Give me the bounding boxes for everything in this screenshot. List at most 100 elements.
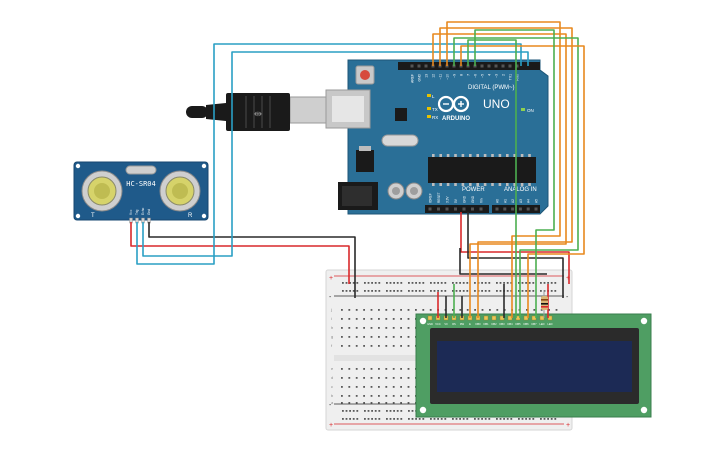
crystal-oscillator: [381, 134, 419, 147]
terminal-hole: [378, 345, 380, 347]
lcd-mount-hole-br: [640, 406, 648, 414]
rail-hole: [554, 282, 557, 284]
header-pin: [417, 64, 421, 68]
rail-hole: [386, 410, 388, 412]
rail-hole: [518, 282, 520, 284]
terminal-hole: [370, 395, 373, 397]
rail-hole: [499, 290, 502, 292]
rail-hole: [550, 418, 553, 420]
chip-leg: [483, 183, 487, 186]
terminal-hole: [466, 309, 469, 311]
lcd-screen: [437, 341, 632, 392]
terminal-hole: [407, 386, 410, 388]
rail-hole: [349, 410, 351, 412]
terminal-hole: [533, 309, 536, 311]
rail-hole: [518, 290, 520, 292]
rail-hole: [371, 418, 373, 420]
terminal-hole: [400, 386, 402, 388]
terminal-hole: [341, 327, 343, 329]
rail-plus-label: +: [329, 275, 333, 282]
chip-leg: [432, 183, 435, 186]
terminal-hole: [348, 402, 351, 404]
rail-hole: [506, 290, 509, 292]
rail-hole: [452, 418, 454, 420]
sensor-r-mark: R: [188, 213, 193, 219]
rail-hole: [437, 282, 439, 284]
rail-hole: [356, 282, 359, 284]
digital-pin-label: ~9: [453, 74, 457, 78]
rail-hole: [474, 290, 476, 292]
sensor-mount-hole: [75, 213, 81, 219]
reset-button-cap[interactable]: [360, 70, 370, 80]
rail-hole: [371, 282, 373, 284]
wire-sensor-trig: [136, 43, 522, 265]
rail-hole: [462, 282, 465, 284]
rail-hole: [408, 282, 410, 284]
arduino-brand-label: ARDUINO: [442, 116, 470, 122]
terminal-hole: [392, 402, 395, 404]
atmega-chip-legs: [432, 154, 531, 186]
terminal-hole: [355, 402, 358, 404]
rail-hole: [411, 282, 414, 284]
terminal-hole: [392, 386, 395, 388]
rail-hole: [521, 282, 524, 284]
chip-leg: [432, 154, 435, 157]
rail-hole: [364, 418, 366, 420]
rail-hole: [532, 282, 535, 284]
sensor-t-mark: T: [91, 213, 95, 219]
capacitor-2-top: [410, 187, 418, 195]
chip-leg: [491, 154, 494, 157]
rail-hole: [488, 418, 491, 420]
terminal-hole: [355, 345, 358, 347]
rail-hole: [510, 418, 513, 420]
row-letter: i: [331, 316, 332, 321]
terminal-hole: [392, 395, 395, 397]
terminal-hole: [370, 386, 373, 388]
row-letter: j: [330, 307, 332, 312]
digital-pin-label: RX0: [516, 74, 520, 81]
row-letter: h: [331, 325, 333, 330]
rail-hole: [415, 290, 417, 292]
wire-lcd-e: [439, 27, 573, 318]
row-letter: d: [331, 375, 333, 380]
terminal-hole: [341, 336, 343, 338]
rail-hole: [342, 290, 344, 292]
terminal-hole: [341, 345, 343, 347]
arduino-logo: [437, 95, 470, 113]
header-pin: [437, 207, 440, 211]
voltage-regulator: [356, 150, 374, 172]
rail-hole: [400, 282, 403, 284]
sensor-pin-label: Vcc: [129, 209, 133, 215]
sensor-pin-label: Trig: [135, 209, 139, 215]
chip-leg: [513, 183, 516, 186]
rail-hole: [396, 282, 399, 284]
rail-hole: [543, 418, 546, 420]
terminal-hole: [392, 345, 395, 347]
rail-hole: [503, 282, 505, 284]
terminal-hole: [407, 402, 410, 404]
rail-hole: [506, 282, 509, 284]
digital-pin-label: 7: [467, 74, 471, 76]
rail-hole: [540, 418, 542, 420]
rx-led-label: RX: [432, 115, 438, 120]
rail-hole: [484, 282, 487, 284]
rail-hole: [474, 418, 476, 420]
rail-hole: [528, 290, 531, 292]
terminal-hole: [348, 309, 351, 311]
terminal-hole: [400, 309, 402, 311]
on-led-label: ON: [527, 108, 534, 113]
rail-hole: [364, 290, 366, 292]
power-pin-label: GND: [471, 195, 475, 203]
lcd-pin-label: DB0: [475, 322, 481, 326]
terminal-hole: [540, 309, 543, 311]
wire-gnd-link: [459, 248, 547, 275]
digital-pin-label: ~11: [439, 74, 443, 80]
terminal-hole: [526, 309, 528, 311]
rail-hole: [554, 290, 557, 292]
lcd-mount-hole-bl: [419, 406, 427, 414]
power-pin-label: 5V: [454, 198, 458, 203]
rail-hole: [496, 282, 498, 284]
rail-hole: [444, 418, 447, 420]
wire-lcd-db6: [460, 45, 585, 318]
